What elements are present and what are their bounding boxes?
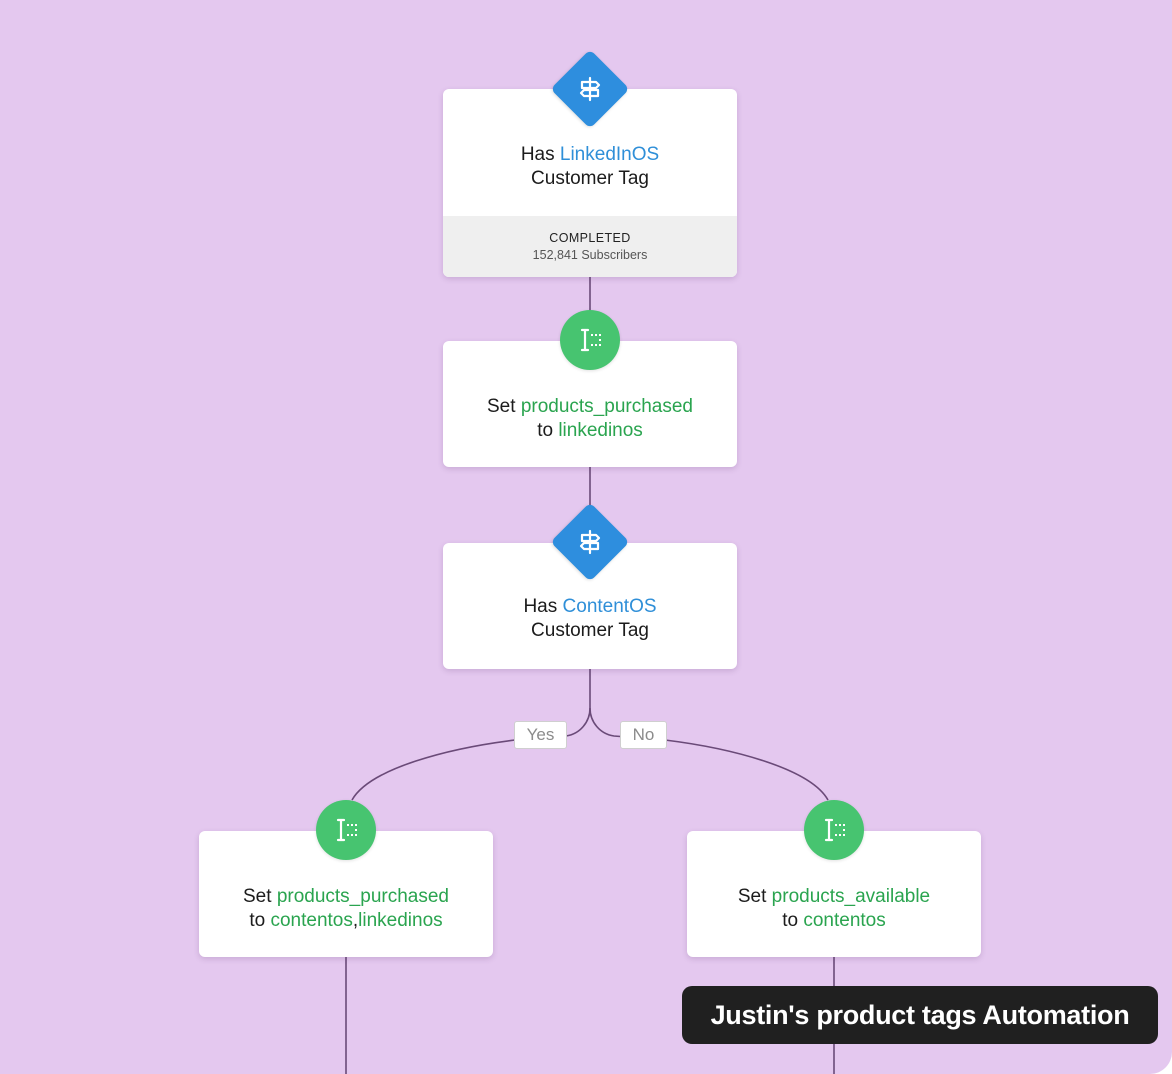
action-badge [560,310,620,370]
connector-branch-no [589,707,829,801]
condition-node-linkedinos[interactable]: Has LinkedInOS Customer Tag COMPLETED 15… [443,89,737,277]
connector-branch-yes [351,707,591,801]
action-line2: to contentos [782,910,886,931]
field-value: linkedinos [558,420,643,441]
text-cursor-icon [580,328,601,352]
text-cursor-icon [336,818,357,842]
condition-title-line1: Has LinkedInOS [520,144,660,165]
action-line1: Set products_purchased [243,886,449,907]
field-value: linkedinos [358,910,443,931]
condition-title-line1: Has ContentOS [523,596,657,617]
action-badge [804,800,864,860]
signpost-icon [579,529,601,555]
action-line1: Set products_purchased [487,396,693,417]
field-value: contentos [270,910,353,931]
action-line2: to contentos,linkedinos [249,910,443,931]
automation-caption: Justin's product tags Automation [682,986,1158,1044]
tag-name[interactable]: LinkedInOS [559,144,660,165]
action-line1: Set products_available [737,886,931,907]
action-badge [316,800,376,860]
branch-label-yes[interactable]: Yes [514,721,567,749]
field-name: products_purchased [520,396,693,417]
field-name: products_purchased [276,886,449,907]
condition-title-line2: Customer Tag [531,168,649,189]
action-line2: to linkedinos [537,420,643,441]
node-stats-footer: COMPLETED 152,841 Subscribers [443,216,737,277]
branch-label-no[interactable]: No [620,721,667,749]
field-name: products_available [771,886,931,907]
condition-title-line2: Customer Tag [531,620,649,641]
signpost-icon [579,76,601,102]
text-cursor-icon [824,818,845,842]
subscriber-count: 152,841 Subscribers [532,248,648,262]
field-value: contentos [803,910,886,931]
status-label: COMPLETED [549,231,631,245]
tag-name[interactable]: ContentOS [562,596,657,617]
